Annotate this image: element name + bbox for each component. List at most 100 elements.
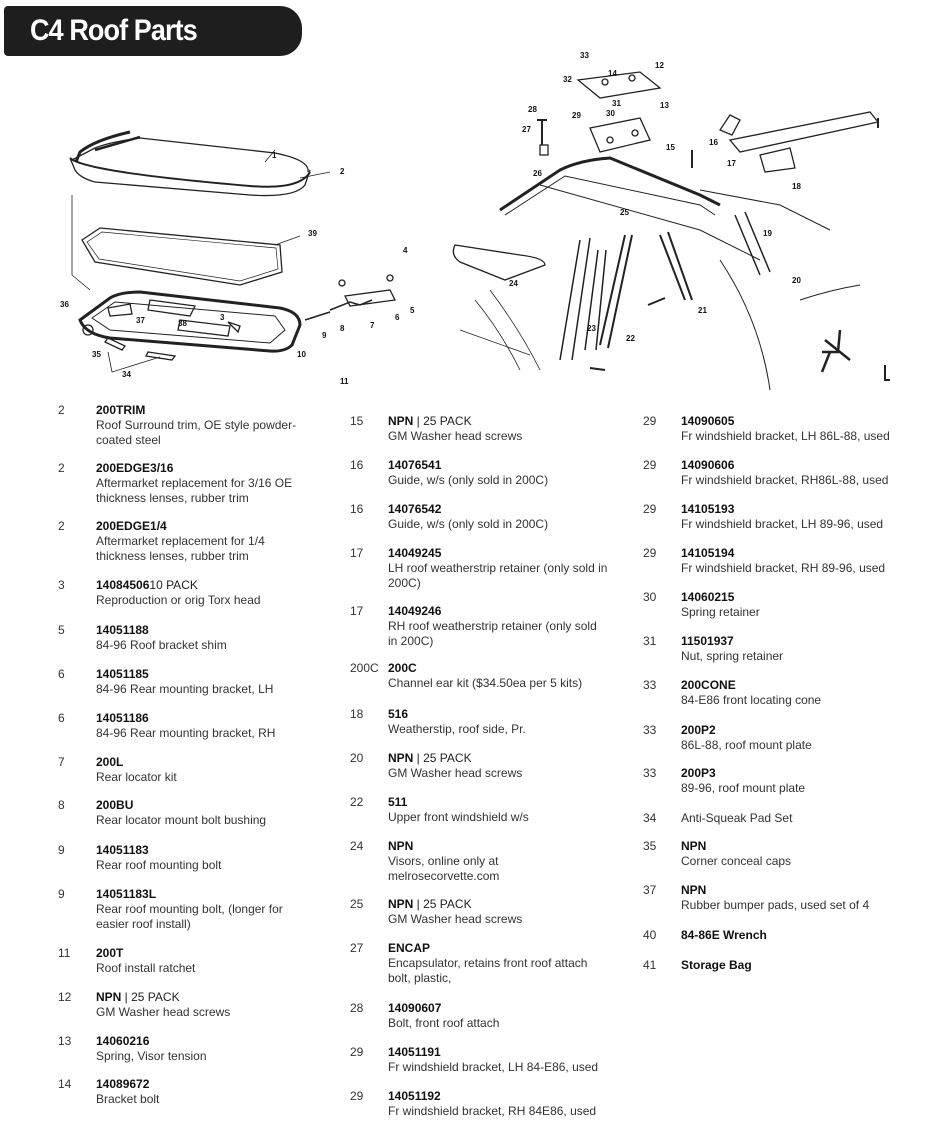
callout-label: 30 <box>606 109 615 118</box>
part-reference-number: 18 <box>350 707 364 721</box>
callout-label: 24 <box>509 279 518 288</box>
part-number: 14051188 <box>96 623 149 637</box>
part-description: GM Washer head screws <box>388 766 523 780</box>
part-reference-number: 6 <box>58 667 65 681</box>
callout-label: 7 <box>370 321 375 330</box>
part-number: 14049245 <box>388 546 442 560</box>
part-description: Roof Surround trim, OE style powder-coat… <box>96 418 297 447</box>
part-number: NPN <box>388 751 414 765</box>
part-number: 200C <box>388 661 417 675</box>
callout-label: 1 <box>272 151 277 160</box>
part-description: 89-96, roof mount plate <box>681 781 806 795</box>
roof-side-weatherstrip <box>728 111 880 153</box>
part-number: ENCAP <box>388 941 431 955</box>
part-number: 14105193 <box>681 502 735 516</box>
callout-label: 13 <box>660 101 669 110</box>
part-description: Corner conceal caps <box>681 854 792 868</box>
part-reference-number: 17 <box>350 546 364 560</box>
part-reference-number: 29 <box>350 1089 364 1103</box>
part-number: 14090607 <box>388 1001 442 1015</box>
callout-label: 31 <box>612 99 621 108</box>
part-reference-number: 2 <box>58 519 65 533</box>
part-number: 14105194 <box>681 546 735 560</box>
part-description: Fr windshield bracket, LH 86L-88, used <box>681 429 890 443</box>
callout-label: 26 <box>533 169 542 178</box>
callout-label: 29 <box>572 111 581 120</box>
roof-mount-plate <box>576 71 662 99</box>
callout-label: 22 <box>626 334 635 343</box>
part-reference-number: 22 <box>350 795 364 809</box>
callout-label: 28 <box>528 105 537 114</box>
part-reference-number: 15 <box>350 414 364 428</box>
part-number: 14051183 <box>96 843 149 857</box>
part-description: GM Washer head screws <box>388 912 523 926</box>
callout-label: 17 <box>727 159 736 168</box>
part-description: 86L-88, roof mount plate <box>681 738 812 752</box>
pack-quantity: | 25 PACK <box>121 990 180 1004</box>
part-number: 14051192 <box>388 1089 441 1103</box>
pack-quantity: 10 PACK <box>149 578 198 592</box>
part-description: Guide, w/s (only sold in 200C) <box>388 473 549 487</box>
part-description: Fr windshield bracket, RH86L-88, used <box>681 473 889 487</box>
callout-label: 3 <box>220 313 225 322</box>
part-number: NPN <box>388 414 414 428</box>
part-reference-number: 11 <box>58 946 71 960</box>
part-number: 511 <box>388 795 408 809</box>
callout-label: 36 <box>60 300 69 309</box>
part-description: Fr windshield bracket, RH 89-96, used <box>681 561 886 575</box>
part-reference-number: 9 <box>58 887 65 901</box>
part-reference-number: 3 <box>58 578 65 592</box>
part-description: Spring, Visor tension <box>96 1049 207 1063</box>
part-description: Aftermarket replacement for 3/16 OE thic… <box>96 476 293 505</box>
callout-label: 18 <box>792 182 801 191</box>
part-description: Anti-Squeak Pad Set <box>681 811 793 825</box>
part-number: 200T <box>96 946 124 960</box>
pack-quantity: | 25 PACK <box>413 897 472 911</box>
visor <box>452 244 546 281</box>
part-description: Weatherstip, roof side, Pr. <box>388 722 526 736</box>
part-description: RH roof weatherstrip retainer (only sold… <box>388 619 597 648</box>
part-reference-number: 20 <box>350 751 364 765</box>
part-number: 84-86E Wrench <box>681 928 767 942</box>
part-reference-number: 2 <box>58 461 65 475</box>
part-reference-number: 33 <box>643 678 657 692</box>
part-number: Storage Bag <box>681 958 752 972</box>
part-reference-number: 200C <box>350 661 379 675</box>
part-reference-number: 29 <box>643 546 657 560</box>
part-description: GM Washer head screws <box>388 429 523 443</box>
callout-label: 23 <box>587 324 596 333</box>
part-number: 11501937 <box>681 634 734 648</box>
part-reference-number: 33 <box>643 723 657 737</box>
part-description: Encapsulator, retains front roof attach … <box>388 956 588 985</box>
part-description: Rubber bumper pads, used set of 4 <box>681 898 870 912</box>
part-description: Rear locator mount bolt bushing <box>96 813 267 827</box>
part-reference-number: 8 <box>58 798 65 812</box>
part-reference-number: 40 <box>643 928 657 942</box>
callout-label: 5 <box>410 306 415 315</box>
callout-label: 20 <box>792 276 801 285</box>
part-description: Rear locator kit <box>96 770 177 784</box>
part-description: 84-96 Rear mounting bracket, RH <box>96 726 276 740</box>
part-number: 14051191 <box>388 1045 441 1059</box>
part-description: 84-E86 front locating cone <box>681 693 822 707</box>
part-description: Roof install ratchet <box>96 961 196 975</box>
callout-label: 37 <box>136 316 145 325</box>
part-reference-number: 33 <box>643 766 657 780</box>
callout-label: 12 <box>655 61 664 70</box>
part-number: 200EDGE1/4 <box>96 519 167 533</box>
part-reference-number: 37 <box>643 883 657 897</box>
part-description: Spring retainer <box>681 605 760 619</box>
part-description: 84-96 Roof bracket shim <box>96 638 227 652</box>
part-reference-number: 28 <box>350 1001 364 1015</box>
part-number: 200L <box>96 755 124 769</box>
part-description: Fr windshield bracket, LH 89-96, used <box>681 517 884 531</box>
part-reference-number: 34 <box>643 811 657 825</box>
callout-label: 4 <box>403 246 408 255</box>
part-description: Aftermarket replacement for 1/4 thicknes… <box>96 534 265 563</box>
part-reference-number: 2 <box>58 403 65 417</box>
callout-label: 16 <box>709 138 718 147</box>
part-reference-number: 5 <box>58 623 65 637</box>
part-reference-number: 13 <box>58 1034 72 1048</box>
part-reference-number: 30 <box>643 590 657 604</box>
part-number: 516 <box>388 707 409 721</box>
